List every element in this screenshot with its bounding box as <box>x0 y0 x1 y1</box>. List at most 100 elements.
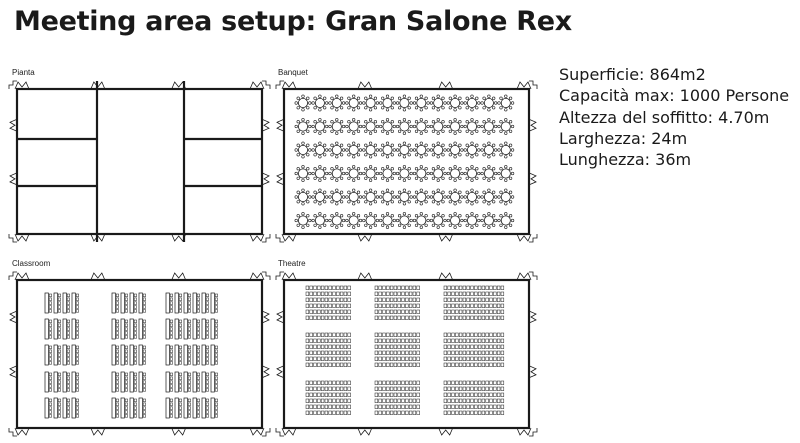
theatre-seat <box>416 362 420 367</box>
round-table <box>416 144 427 155</box>
chair <box>318 225 322 229</box>
classroom-chair <box>205 372 209 376</box>
theatre-seat <box>405 344 409 349</box>
round-table <box>348 191 359 202</box>
theatre-seat <box>313 380 317 385</box>
theatre-seat <box>397 410 401 415</box>
chair <box>424 143 428 147</box>
round-table <box>365 215 376 226</box>
classroom-chair <box>57 388 61 392</box>
classroom-chair <box>124 414 128 418</box>
chair <box>504 178 508 182</box>
chair <box>443 124 447 129</box>
theatre-seat <box>462 297 467 302</box>
chair <box>448 143 452 147</box>
round-table <box>483 168 494 179</box>
classroom-chair <box>124 327 128 331</box>
chair <box>402 108 407 112</box>
round-table <box>297 98 308 109</box>
theatre-seat <box>378 398 382 403</box>
classroom-chair <box>187 402 191 406</box>
theatre-seat <box>466 410 470 415</box>
theatre-seat <box>336 338 340 343</box>
chair <box>453 94 457 98</box>
chair <box>443 218 447 223</box>
chair <box>311 195 315 199</box>
chair <box>414 223 419 227</box>
theatre-seat <box>378 410 382 415</box>
chair <box>470 118 474 122</box>
theatre-seat <box>405 297 409 302</box>
chair <box>487 178 491 182</box>
chair <box>301 155 305 159</box>
theatre-seat <box>336 410 340 415</box>
theatre-seat <box>389 309 394 314</box>
theatre-seat <box>493 344 497 349</box>
theatre-seat <box>443 362 448 367</box>
theatre-seat <box>496 362 501 367</box>
chair <box>330 200 334 204</box>
round-table <box>331 168 342 179</box>
theatre-seat <box>320 356 325 361</box>
chair <box>431 143 435 147</box>
theatre-seat <box>309 303 313 308</box>
door-mark <box>171 427 187 436</box>
chair <box>460 218 464 223</box>
theatre-seat <box>447 303 451 308</box>
chair <box>482 190 486 194</box>
classroom-chair <box>133 380 137 384</box>
theatre-seat <box>332 362 336 367</box>
chair <box>446 148 450 152</box>
classroom-chair <box>142 319 146 323</box>
chair <box>477 195 481 199</box>
chair <box>463 171 467 176</box>
theatre-seat <box>496 404 501 409</box>
theatre-seat <box>474 291 478 296</box>
theatre-seat <box>401 350 405 355</box>
chair <box>347 153 351 157</box>
classroom-chair <box>214 402 218 406</box>
theatre-seat <box>451 386 455 391</box>
chair <box>306 153 310 157</box>
chair <box>436 225 440 229</box>
classroom-chair <box>66 372 70 376</box>
round-table <box>331 215 342 226</box>
theatre-seat <box>408 291 413 296</box>
chair <box>330 129 334 133</box>
theatre-seat <box>324 291 329 296</box>
classroom-desk <box>201 397 206 419</box>
chair <box>352 188 356 192</box>
round-table <box>466 144 477 155</box>
classroom-chair <box>133 335 137 339</box>
theatre-seat <box>496 297 501 302</box>
round-table <box>466 121 477 132</box>
round-table <box>416 191 427 202</box>
chair <box>323 167 327 171</box>
chair <box>306 176 310 180</box>
chair <box>373 190 378 194</box>
chair <box>306 223 310 227</box>
chair <box>448 106 452 110</box>
theatre-seat <box>462 404 467 409</box>
chair <box>419 155 423 159</box>
classroom-chair <box>115 406 119 410</box>
chair <box>470 202 474 206</box>
theatre-seat <box>500 315 505 320</box>
chair <box>414 167 419 171</box>
chair <box>381 96 385 100</box>
classroom-chair <box>178 361 182 365</box>
chair <box>465 200 469 204</box>
round-table <box>416 98 427 109</box>
door-mark <box>357 427 373 436</box>
theatre-seat <box>386 350 390 355</box>
classroom-chair <box>214 293 218 297</box>
theatre-seat <box>489 338 493 343</box>
chair <box>390 223 394 227</box>
classroom-desk <box>53 318 58 340</box>
theatre-seat <box>458 309 463 314</box>
chair <box>311 171 315 176</box>
theatre-seat <box>320 332 325 337</box>
chair <box>441 190 445 194</box>
chair <box>379 171 383 176</box>
chair <box>509 176 513 180</box>
